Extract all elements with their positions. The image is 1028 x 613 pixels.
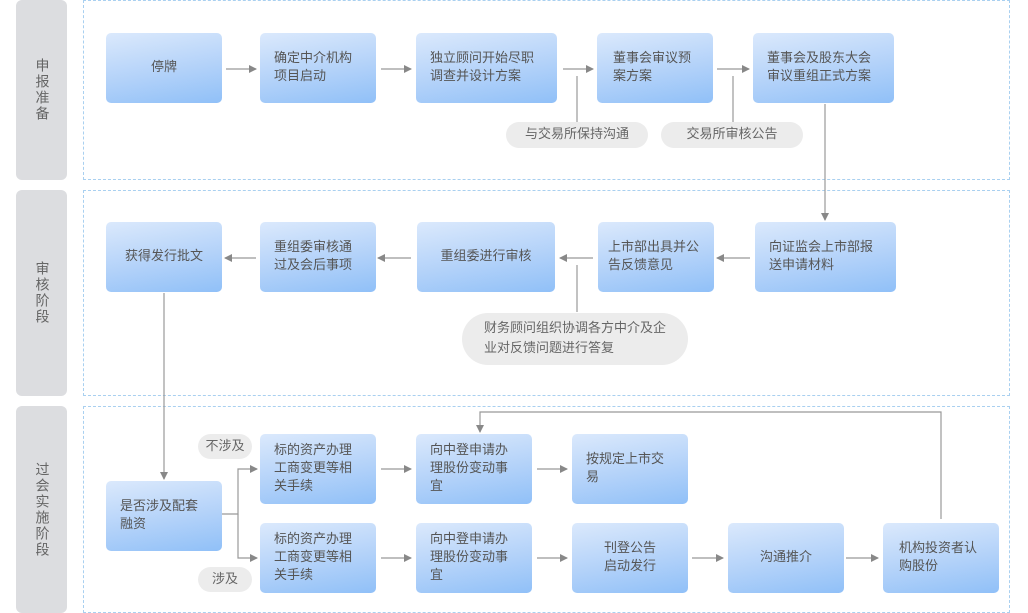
step-text: 重组委审核通过及会后事项 [274,240,353,273]
step-financing-decision: 是否涉及配套融资 [106,481,222,551]
branch-text: 不涉及 [205,438,245,454]
zone-prep [83,0,1010,180]
branch-text: 涉及 [211,571,238,587]
step-text: 停牌 [150,60,177,75]
note-text: 交易所审核公告 [686,127,778,142]
branch-no [222,465,258,515]
stage-text: 审核阶段 [33,261,50,325]
step-asset-registration-top: 标的资产办理工商变更等相关手续 [260,434,376,504]
note-exchange-review: 交易所审核公告 [661,122,803,148]
step-institutional-subscription: 机构投资者认购股份 [883,523,999,593]
step-listing: 按规定上市交易 [572,434,688,504]
step-text: 获得发行批文 [124,249,203,264]
stage-text: 申报准备 [33,58,50,122]
step-engage-intermediaries: 确定中介机构项目启动 [260,33,376,103]
step-approval: 获得发行批文 [106,222,222,292]
step-text: 向中登申请办理股份变动事宜 [430,443,509,494]
note-text: 财务顾问组织协调各方中介及企业对反馈问题进行答复 [484,321,667,356]
step-feedback: 上市部出具并公告反馈意见 [598,222,714,292]
stage-label-impl: 过会实施阶段 [16,406,67,613]
step-text: 向证监会上市部报送申请材料 [769,240,874,273]
stage-text: 过会实施阶段 [33,461,50,558]
branch-yes [237,514,258,562]
step-text: 确定中介机构项目启动 [274,51,353,84]
note-exchange-communication: 与交易所保持沟通 [506,122,648,148]
step-text: 上市部出具并公告反馈意见 [608,240,700,273]
step-text: 重组委进行审核 [440,249,532,264]
step-text: 按规定上市交易 [586,452,665,485]
step-committee-review: 重组委进行审核 [417,222,555,292]
step-text: 标的资产办理工商变更等相关手续 [274,443,353,494]
note-financial-advisor: 财务顾问组织协调各方中介及企业对反馈问题进行答复 [462,313,688,365]
step-csdc-bottom: 向中登申请办理股份变动事宜 [416,523,532,593]
step-asset-registration-bottom: 标的资产办理工商变更等相关手续 [260,523,376,593]
step-issue-announcement: 刊登公告启动发行 [572,523,688,593]
step-text: 沟通推介 [759,550,812,565]
step-text: 是否涉及配套融资 [120,499,199,532]
step-text: 董事会及股东大会审议重组正式方案 [767,51,872,84]
step-text: 独立顾问开始尽职调查并设计方案 [430,51,535,84]
step-text: 向中登申请办理股份变动事宜 [430,532,509,583]
stage-label-review: 审核阶段 [16,190,67,396]
step-submit-csrc: 向证监会上市部报送申请材料 [755,222,896,292]
label-branch-yes: 涉及 [198,567,252,592]
note-text: 与交易所保持沟通 [524,127,629,142]
step-suspend: 停牌 [106,33,222,103]
label-branch-no: 不涉及 [198,434,252,459]
step-roadshow: 沟通推介 [728,523,844,593]
step-text: 刊登公告启动发行 [603,541,656,574]
step-board-preplan: 董事会审议预案方案 [597,33,713,103]
step-due-diligence: 独立顾问开始尽职调查并设计方案 [416,33,557,103]
loop-back [476,411,942,519]
step-text: 董事会审议预案方案 [613,51,692,84]
step-text: 标的资产办理工商变更等相关手续 [274,532,353,583]
stage-label-prep: 申报准备 [16,0,67,180]
step-board-shareholders: 董事会及股东大会审议重组正式方案 [753,33,894,103]
step-csdc-top: 向中登申请办理股份变动事宜 [416,434,532,504]
step-text: 机构投资者认购股份 [899,541,978,574]
step-committee-passed: 重组委审核通过及会后事项 [260,222,376,292]
zone-review [83,190,1010,396]
